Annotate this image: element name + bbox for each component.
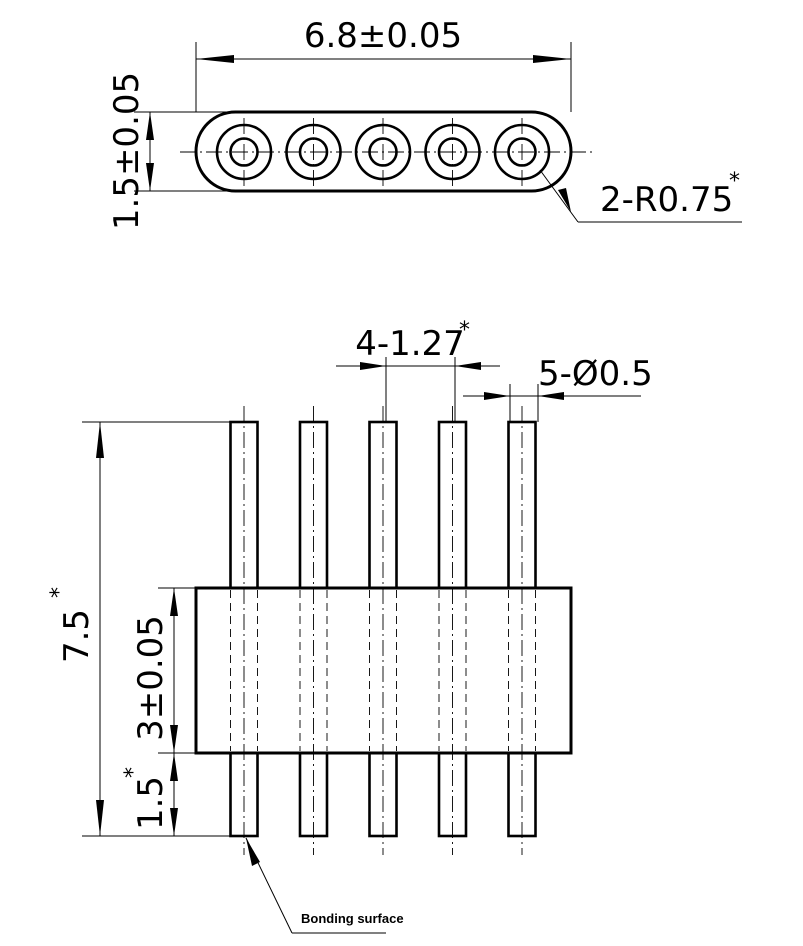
lower-arrow-top	[170, 753, 178, 781]
pitch-arrow-right	[455, 362, 481, 370]
total-mark: *	[47, 587, 72, 598]
height-arrow-top	[146, 112, 154, 140]
width-arrow-right	[533, 55, 571, 63]
radius-mark: *	[729, 169, 740, 194]
height-dim-label: 1.5±0.05	[107, 72, 147, 230]
side-pin	[229, 406, 259, 855]
side-pin	[298, 406, 329, 855]
diameter-arrow-right	[538, 392, 564, 400]
total-arrow-bottom	[96, 800, 104, 836]
total-arrow-top	[96, 422, 104, 458]
bonding-arrow	[246, 838, 260, 866]
housing-body	[194, 586, 573, 755]
width-dim-label: 6.8±0.05	[304, 16, 462, 56]
radius-arrow	[558, 188, 571, 212]
bonding-surface-label: Bonding surface	[301, 911, 404, 926]
width-arrow-left	[196, 55, 234, 63]
top-pin	[493, 118, 551, 186]
lower-dim-label: 1.5	[131, 776, 171, 830]
side-pins	[229, 406, 537, 855]
body-dim-label: 3±0.05	[131, 615, 171, 741]
side-view: 4-1.27 * 5-Ø0.5 7.5 * 3±0.05 1.5 *	[47, 318, 653, 934]
pitch-arrow-left	[360, 362, 386, 370]
lower-arrow-bottom	[170, 808, 178, 836]
top-pin	[424, 118, 481, 186]
diameter-arrow-left	[484, 392, 510, 400]
pitch-mark: *	[459, 318, 470, 343]
lower-mark: *	[121, 767, 146, 778]
total-dim-label: 7.5	[57, 609, 97, 663]
top-pin	[354, 118, 412, 186]
side-pin	[507, 406, 537, 855]
side-pin	[437, 406, 468, 855]
body-arrow-bottom	[170, 725, 178, 753]
top-pins	[215, 118, 551, 186]
top-view: 6.8±0.05 1.5±0.05 2-R0.75 *	[107, 16, 742, 230]
side-pin	[368, 406, 398, 855]
radius-leader	[539, 169, 579, 223]
radius-dim-label: 2-R0.75	[600, 180, 733, 220]
pitch-dim-label: 4-1.27	[355, 324, 465, 364]
top-pin	[285, 118, 342, 186]
body-arrow-top	[170, 588, 178, 616]
diameter-dim-label: 5-Ø0.5	[538, 354, 653, 394]
connector-outline	[194, 110, 573, 193]
height-arrow-bottom	[146, 163, 154, 191]
top-pin	[215, 118, 273, 186]
